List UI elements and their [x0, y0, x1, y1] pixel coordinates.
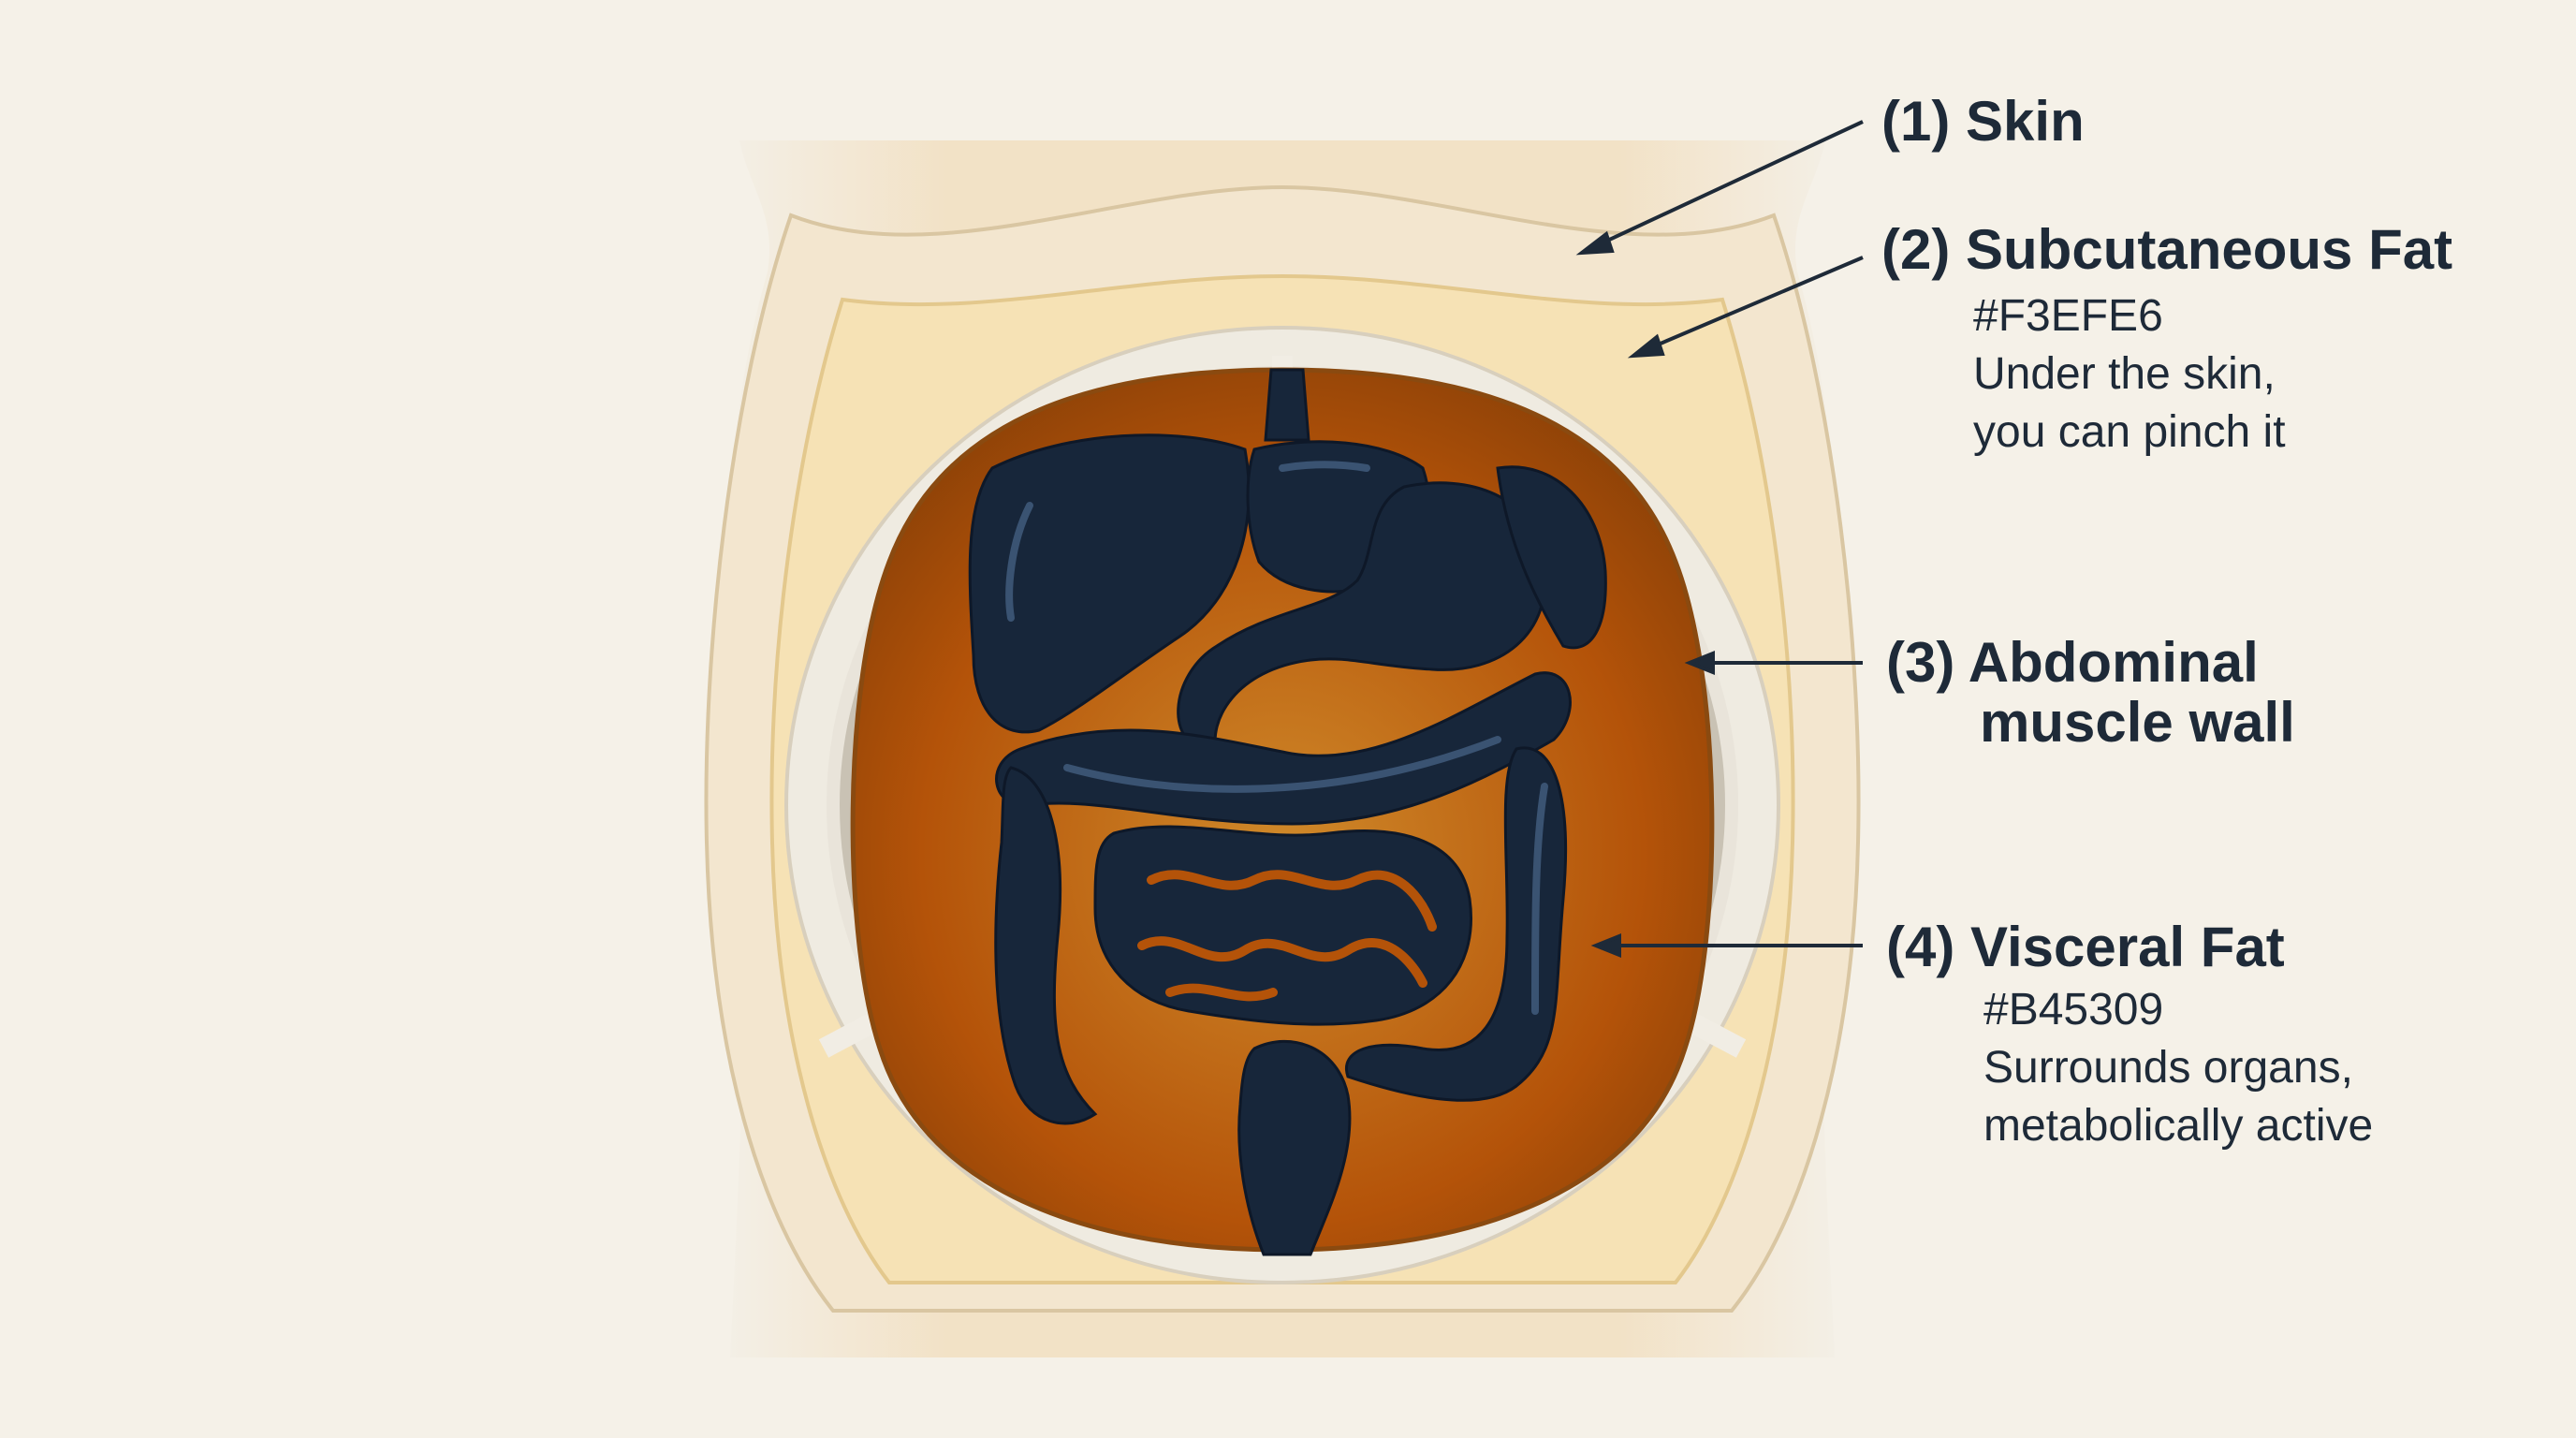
label-skin: (1) Skin	[1881, 92, 2085, 152]
arrow-subcutaneous-fat	[1642, 256, 1864, 353]
label-skin-number: (1)	[1881, 90, 1951, 153]
label-visceral-fat-color-code: #B45309	[1983, 985, 2164, 1034]
label-subcutaneous-fat-number: (2)	[1881, 218, 1951, 281]
intestine-loop-details	[1137, 870, 1437, 1002]
ascending-colon	[994, 766, 1098, 1125]
label-visceral-fat-desc-line1: Surrounds organs,	[1983, 1043, 2353, 1093]
pointer-arrows	[1575, 120, 1864, 958]
label-visceral-fat: (4) Visceral Fat #B45309 Surrounds organ…	[1886, 917, 2373, 1155]
label-skin-title: Skin	[1966, 90, 2085, 153]
small-intestine	[1093, 825, 1472, 1026]
label-visceral-fat-title: Visceral Fat	[1970, 916, 2285, 978]
descending-colon	[1345, 746, 1567, 1102]
rectum	[1237, 1039, 1352, 1256]
label-visceral-fat-desc-line2: metabolically active	[1983, 1101, 2374, 1151]
label-muscle-wall-title-line2: muscle wall	[1980, 691, 2295, 754]
organ-highlights	[1005, 461, 1548, 1015]
arrow-skin	[1590, 120, 1864, 250]
esophagus	[1264, 368, 1310, 442]
spleen	[1496, 465, 1607, 650]
label-muscle-wall-number: (3)	[1886, 631, 1955, 694]
label-muscle-wall-title: Abdominal	[1968, 631, 2259, 694]
label-visceral-fat-number: (4)	[1886, 916, 1955, 978]
label-subcutaneous-fat: (2) Subcutaneous Fat #F3EFE6 Under the s…	[1881, 220, 2452, 462]
liver	[968, 433, 1251, 734]
label-muscle-wall: (3) Abdominal muscle wall	[1886, 633, 2295, 753]
label-subcutaneous-fat-desc-line1: Under the skin,	[1973, 349, 2276, 399]
label-subcutaneous-fat-title: Subcutaneous Fat	[1966, 218, 2453, 281]
label-subcutaneous-fat-color-code: #F3EFE6	[1973, 291, 2163, 341]
label-subcutaneous-fat-desc-line2: you can pinch it	[1973, 407, 2286, 457]
